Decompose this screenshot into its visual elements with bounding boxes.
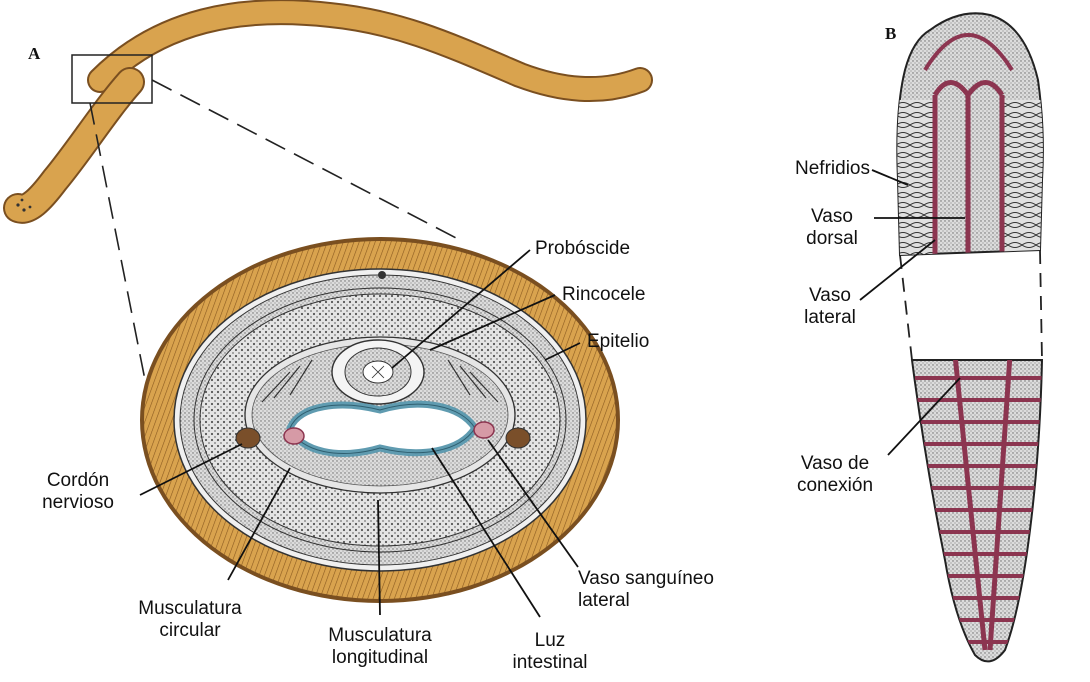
label-cordon-line2: nervioso: [18, 492, 138, 514]
label-cordon-nervioso: Cordón nervioso: [18, 470, 138, 514]
label-vaso-dorsal: Vaso dorsal: [792, 206, 872, 250]
label-vaso-dorsal-line2: dorsal: [792, 228, 872, 250]
label-vaso-lateral-line2: lateral: [790, 307, 870, 329]
worm-whole: [16, 12, 640, 211]
label-epitelio: Epitelio: [587, 331, 649, 353]
label-musc-circ-line2: circular: [120, 620, 260, 642]
label-musculatura-longitudinal: Musculatura longitudinal: [305, 625, 455, 669]
label-musc-long-line1: Musculatura: [305, 625, 455, 647]
panel-letter-a: A: [28, 44, 40, 64]
label-cordon-line1: Cordón: [18, 470, 138, 492]
label-luz-line2: intestinal: [495, 652, 605, 674]
label-vaso-dorsal-line1: Vaso: [792, 206, 872, 228]
dorsal-view: [896, 13, 1046, 661]
label-vaso-conexion-line1: Vaso de: [775, 453, 895, 475]
label-luz-line1: Luz: [495, 630, 605, 652]
label-vaso-de-conexion: Vaso de conexión: [775, 453, 895, 497]
label-vaso-lateral: Vaso lateral: [790, 285, 870, 329]
label-vaso-sang-line2: lateral: [578, 590, 714, 612]
label-vaso-sanguineo-lateral: Vaso sanguíneo lateral: [578, 568, 714, 612]
cross-section: [140, 237, 620, 603]
label-musc-long-line2: longitudinal: [305, 647, 455, 669]
label-proboscide: Probóscide: [535, 238, 630, 260]
label-vaso-lateral-line1: Vaso: [790, 285, 870, 307]
label-vaso-sang-line1: Vaso sanguíneo: [578, 568, 714, 590]
label-musc-circ-line1: Musculatura: [120, 598, 260, 620]
label-luz-intestinal: Luz intestinal: [495, 630, 605, 674]
panel-letter-b: B: [885, 24, 896, 44]
label-vaso-conexion-line2: conexión: [775, 475, 895, 497]
label-nefridios: Nefridios: [760, 158, 870, 180]
label-musculatura-circular: Musculatura circular: [120, 598, 260, 642]
label-rincocele: Rincocele: [562, 284, 645, 306]
